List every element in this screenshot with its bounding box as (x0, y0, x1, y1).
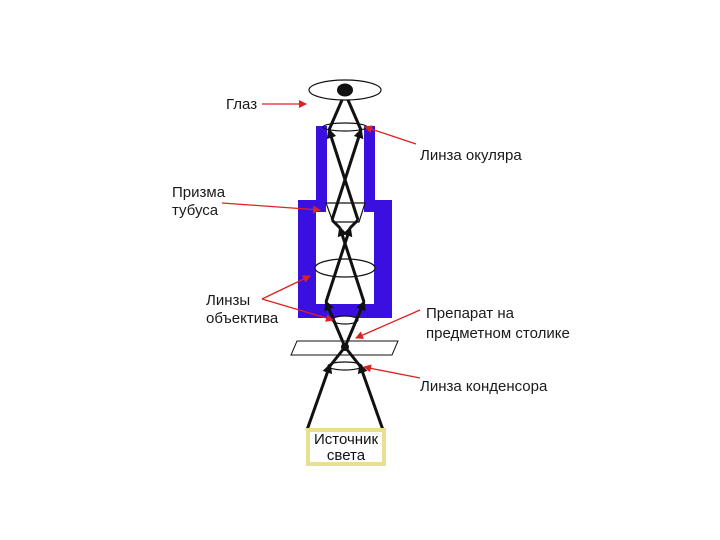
light-rays (305, 99, 385, 431)
light-source-label-line2: света (327, 447, 366, 464)
eye-shape (308, 79, 382, 101)
pointer-lines (221, 100, 421, 379)
light-source-box: Источник света (306, 428, 386, 466)
objective-lenses-label-line2: объектива (206, 310, 279, 327)
objective-lenses-label-line1: Линзы (206, 292, 250, 309)
light-source-label-line1: Источник (314, 431, 378, 448)
eye-label: Глаз (226, 96, 257, 113)
tube-prism-label-line2: тубуса (172, 202, 219, 219)
specimen-label-line1: Препарат на (426, 305, 515, 322)
objective-lens-upper-shape (314, 258, 376, 278)
specimen-label-line2: предметном столике (426, 325, 570, 342)
eyepiece-tube (316, 122, 375, 204)
condenser-lens-label: Линза конденсора (420, 378, 548, 395)
tube-prism-label-line1: Призма (172, 184, 226, 201)
focus-point (341, 343, 349, 351)
eyepiece-lens-label: Линза окуляра (420, 147, 522, 164)
